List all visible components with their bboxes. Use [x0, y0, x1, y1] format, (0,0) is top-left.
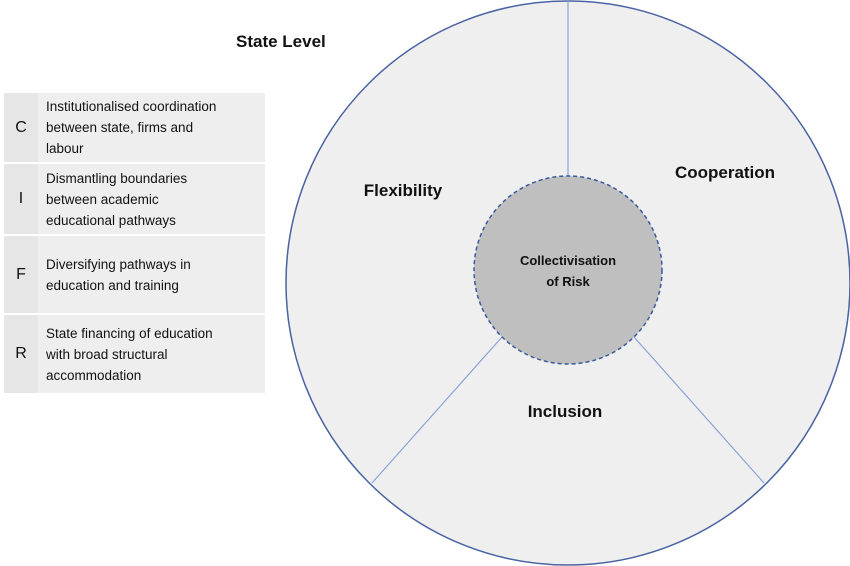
- core-label-line-2: of Risk: [546, 274, 590, 289]
- legend-description: Dismantling boundaries between academic …: [40, 164, 265, 234]
- legend-line: education and training: [46, 277, 179, 293]
- legend-row-i: I Dismantling boundaries between academi…: [4, 164, 265, 234]
- legend-line: between academic: [46, 191, 159, 207]
- legend-letter: F: [4, 236, 38, 313]
- legend-description: Institutionalised coordination between s…: [40, 93, 265, 162]
- legend-description: State financing of education with broad …: [40, 315, 265, 393]
- segment-label-flexibility: Flexibility: [364, 181, 443, 200]
- legend-line: with broad structural: [46, 346, 168, 362]
- legend-table: C Institutionalised coordination between…: [4, 93, 265, 395]
- diagram-title: State Level: [236, 32, 326, 51]
- legend-line: between state, firms and: [46, 120, 194, 135]
- legend-line: educational pathways: [46, 212, 176, 228]
- divider-lower-left: [371, 336, 503, 484]
- legend-row-f: F Diversifying pathways in education and…: [4, 236, 265, 313]
- legend-line: labour: [46, 141, 84, 156]
- legend-line: accommodation: [46, 367, 142, 383]
- segment-label-cooperation: Cooperation: [675, 163, 775, 182]
- core-label-line-1: Collectivisation: [520, 253, 616, 268]
- core-circle: [473, 175, 663, 365]
- legend-description: Diversifying pathways in education and t…: [40, 236, 265, 313]
- legend-letter: C: [4, 93, 38, 162]
- legend-row-c: C Institutionalised coordination between…: [4, 93, 265, 162]
- legend-line: Dismantling boundaries: [46, 170, 188, 186]
- legend-line: State financing of education: [46, 325, 213, 341]
- legend-letter: I: [4, 164, 38, 234]
- legend-line: Diversifying pathways in: [46, 256, 191, 272]
- legend-line: Institutionalised coordination: [46, 99, 217, 114]
- segment-label-inclusion: Inclusion: [528, 402, 603, 421]
- divider-lower-right: [633, 336, 765, 484]
- legend-letter: R: [4, 315, 38, 393]
- legend-row-r: R State financing of education with broa…: [4, 315, 265, 393]
